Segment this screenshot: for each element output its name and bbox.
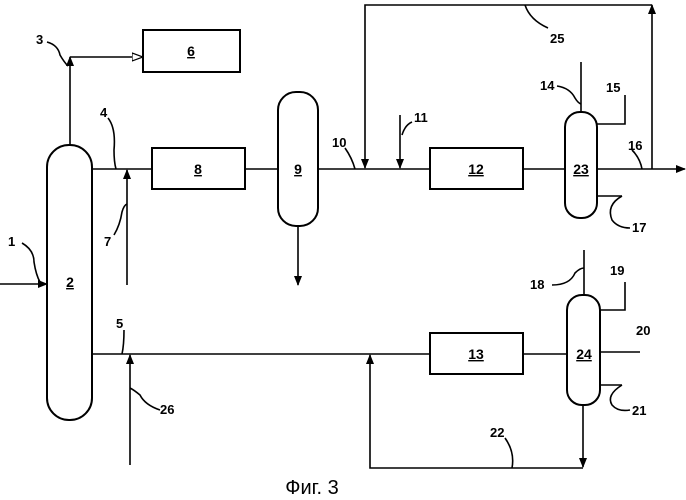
label-unit-23: 23 <box>573 161 589 177</box>
leader-10 <box>345 148 355 169</box>
label-unit-2: 2 <box>66 274 74 290</box>
label-stream-17: 17 <box>632 220 646 235</box>
label-stream-18: 18 <box>530 277 544 292</box>
leader-3 <box>47 42 68 66</box>
stream-15-line <box>597 95 625 124</box>
leader-14 <box>557 86 581 104</box>
label-stream-19: 19 <box>610 263 624 278</box>
leader-4 <box>108 118 116 169</box>
leader-22 <box>505 438 513 468</box>
label-stream-22: 22 <box>490 425 504 440</box>
leader-5 <box>122 330 124 354</box>
leader-7 <box>114 204 127 235</box>
leader-18 <box>552 268 584 285</box>
label-stream-7: 7 <box>104 234 111 249</box>
label-stream-14: 14 <box>540 78 555 93</box>
label-stream-20: 20 <box>636 323 650 338</box>
leader-25 <box>525 5 548 28</box>
figure-caption: Фиг. 3 <box>285 477 338 499</box>
stream-19-line <box>600 282 625 310</box>
label-stream-26: 26 <box>160 402 174 417</box>
label-stream-3: 3 <box>36 32 43 47</box>
label-unit-6: 6 <box>187 43 195 59</box>
label-stream-10: 10 <box>332 135 346 150</box>
leader-1 <box>22 243 40 282</box>
label-unit-12: 12 <box>468 161 484 177</box>
label-stream-16: 16 <box>628 138 642 153</box>
label-stream-11: 11 <box>414 110 428 125</box>
leader-26 <box>130 388 160 410</box>
label-stream-4: 4 <box>100 105 108 120</box>
leader-17 <box>610 196 630 228</box>
label-unit-24: 24 <box>576 346 592 362</box>
label-stream-5: 5 <box>116 316 123 331</box>
label-stream-25: 25 <box>550 31 564 46</box>
label-unit-8: 8 <box>194 161 202 177</box>
label-stream-1: 1 <box>8 234 15 249</box>
label-unit-13: 13 <box>468 346 484 362</box>
leader-21 <box>610 385 630 410</box>
leader-11 <box>402 122 412 135</box>
label-stream-21: 21 <box>632 403 646 418</box>
vessel-9 <box>278 92 318 226</box>
label-unit-9: 9 <box>294 161 302 177</box>
label-stream-15: 15 <box>606 80 620 95</box>
